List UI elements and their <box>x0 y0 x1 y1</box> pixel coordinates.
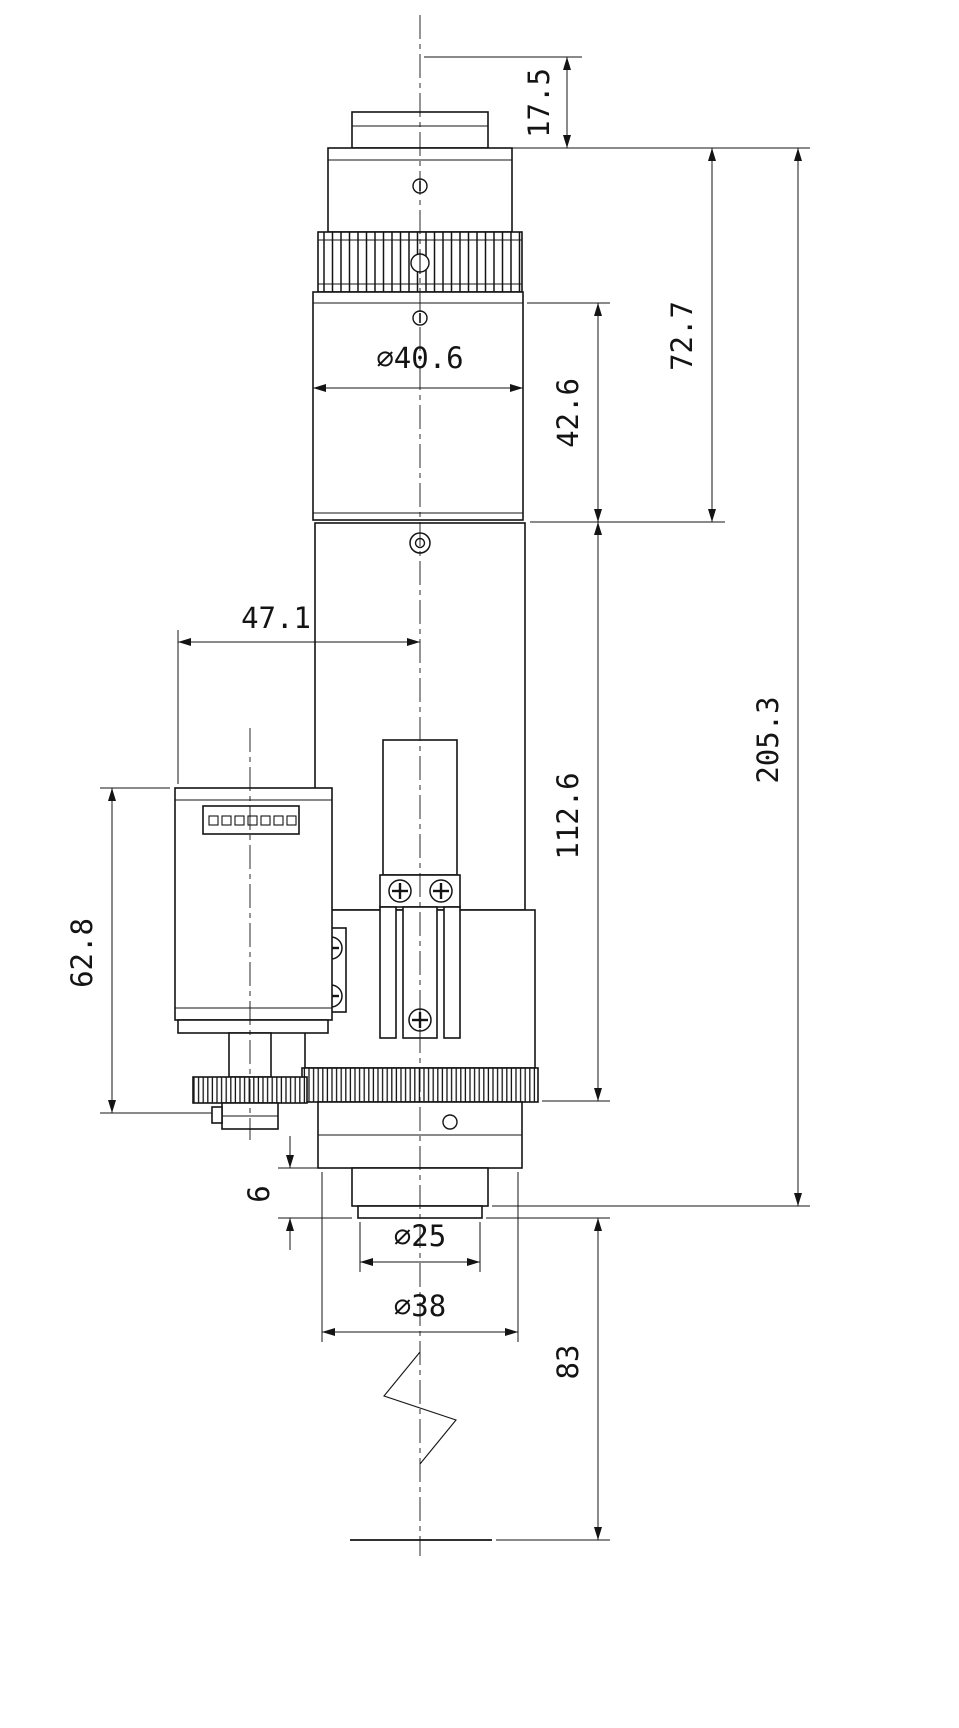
dim-working-distance: 83 <box>486 1217 610 1541</box>
dim-label-zoom-section: 42.6 <box>551 378 585 448</box>
dim-label-motor-height: 62.8 <box>65 918 99 988</box>
dim-nose-diameter: ∅25 <box>359 1219 481 1272</box>
dim-label-barrel-diameter: ∅38 <box>394 1289 446 1323</box>
dim-barrel-diameter: ∅38 <box>321 1172 519 1342</box>
dim-label-working-distance: 83 <box>551 1345 585 1380</box>
dim-body-diameter: ∅40.6 <box>313 341 523 392</box>
dim-label-tube-section: 112.6 <box>551 772 585 859</box>
dim-flange-to-image: 17.5 <box>424 56 810 149</box>
dim-label-body-diameter: ∅40.6 <box>376 341 463 375</box>
dim-label-head-section: 72.7 <box>665 301 699 371</box>
dim-motor-axis-offset: 47.1 <box>177 601 420 784</box>
barrel-screw-icon <box>442 1114 458 1130</box>
dim-label-overall-length: 205.3 <box>751 696 785 783</box>
dim-label-flange-to-image: 17.5 <box>522 68 556 138</box>
motor-base-plate <box>177 1019 329 1034</box>
break-symbol <box>383 1351 457 1465</box>
motor-display-window <box>202 805 300 835</box>
dim-motor-height: 62.8 <box>65 787 212 1114</box>
knob-nub <box>211 1106 223 1124</box>
centerlines <box>249 15 421 1556</box>
zoom-body <box>312 291 524 521</box>
dim-tube-section: 112.6 <box>542 522 610 1102</box>
dim-label-motor-axis-offset: 47.1 <box>241 601 311 635</box>
phillips-screw-icon <box>387 878 413 904</box>
dim-overall-length: 205.3 <box>492 148 810 1207</box>
dim-zoom-section: 42.6 <box>527 302 610 522</box>
dim-label-nose-diameter: ∅25 <box>394 1219 446 1253</box>
dim-nose-step: 6 <box>242 1136 352 1250</box>
dim-head-section: 72.7 <box>530 148 725 523</box>
phillips-screw-icon <box>428 878 454 904</box>
dim-label-nose-step: 6 <box>242 1185 276 1202</box>
